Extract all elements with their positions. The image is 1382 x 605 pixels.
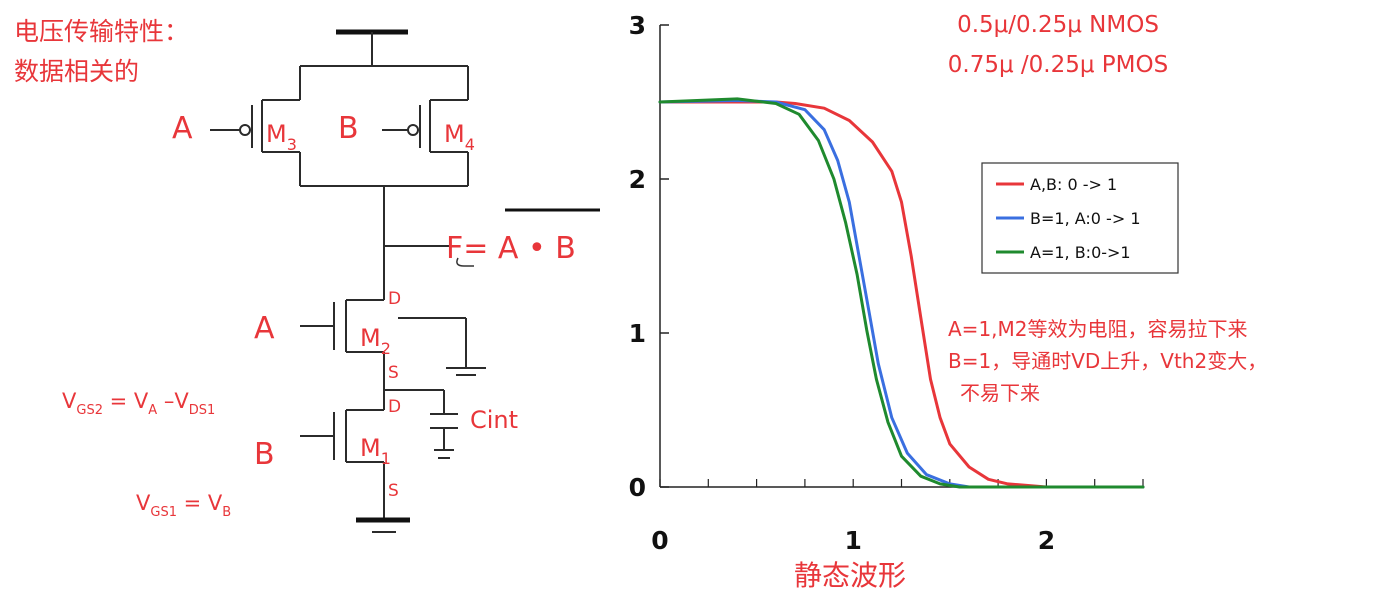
legend-label-1: A,B: 0 -> 1 bbox=[1030, 175, 1117, 194]
series-line-1 bbox=[658, 100, 1145, 489]
annotation-line-2: B=1，导通时VD上升，Vth2变大， bbox=[948, 349, 1267, 373]
x-ticks: 0 1 2 bbox=[651, 479, 1144, 555]
legend-label-2: B=1, A:0 -> 1 bbox=[1030, 209, 1141, 228]
x-axis-label: 静态波形 bbox=[794, 559, 906, 592]
cint-capacitor bbox=[430, 390, 458, 459]
y-ticks: 0 1 2 3 bbox=[629, 11, 669, 502]
pmos-size: 0.75μ /0.25μ PMOS bbox=[948, 52, 1168, 78]
pmos-m4 bbox=[382, 66, 469, 186]
nmos-m1 bbox=[300, 409, 384, 463]
title-line-2: 数据相关的 bbox=[14, 57, 139, 86]
series-line-2 bbox=[658, 99, 1145, 489]
m4-label: M4 bbox=[444, 120, 475, 154]
annotation-line-1: A=1,M2等效为电阻，容易拉下来 bbox=[948, 317, 1248, 341]
nand-circuit bbox=[210, 29, 600, 533]
series-line-3 bbox=[658, 97, 1145, 489]
pmos-a-input-label: A bbox=[172, 111, 193, 146]
vtc-chart: 0 1 2 3 0 1 2 静态波形 A,B: 0 -> 1 B=1, A:0 -> 1 … bbox=[629, 11, 1179, 592]
m1-input-label: B bbox=[254, 437, 275, 472]
m1-source-label: S bbox=[388, 481, 399, 501]
output-hook bbox=[456, 257, 474, 267]
title-line-1: 电压传输特性： bbox=[14, 17, 189, 46]
m2-label: M2 bbox=[360, 324, 391, 358]
nmos-size: 0.5μ/0.25μ NMOS bbox=[957, 12, 1159, 38]
y-tick-label: 3 bbox=[629, 11, 646, 40]
m2-input-label: A bbox=[254, 311, 275, 346]
x-tick-label: 1 bbox=[844, 526, 861, 555]
m2-drain-label: D bbox=[388, 289, 401, 309]
y-tick-label: 2 bbox=[629, 165, 646, 194]
cint-label: Cint bbox=[470, 406, 518, 434]
x-tick-label: 0 bbox=[651, 526, 668, 555]
series-lines bbox=[658, 97, 1145, 489]
vgs1-equation: VGS1 = VB bbox=[136, 491, 231, 520]
x-tick-label: 2 bbox=[1038, 526, 1055, 555]
pmos-m3 bbox=[210, 66, 301, 186]
annotation-line-3: 不易下来 bbox=[960, 381, 1040, 405]
pmos-b-input-label: B bbox=[338, 111, 359, 146]
m3-label: M3 bbox=[266, 120, 297, 154]
y-tick-label: 1 bbox=[629, 319, 646, 348]
m1-label: M1 bbox=[360, 434, 391, 468]
legend-label-3: A=1, B:0->1 bbox=[1030, 243, 1131, 262]
y-tick-label: 0 bbox=[629, 473, 646, 502]
m1-drain-label: D bbox=[388, 397, 401, 417]
vgs2-equation: VGS2 = VA –VDS1 bbox=[62, 389, 215, 418]
output-label: F= A • B bbox=[446, 231, 576, 266]
legend: A,B: 0 -> 1 B=1, A:0 -> 1 A=1, B:0->1 bbox=[981, 162, 1179, 274]
nmos-m2 bbox=[300, 299, 486, 376]
m2-source-label: S bbox=[388, 363, 399, 383]
